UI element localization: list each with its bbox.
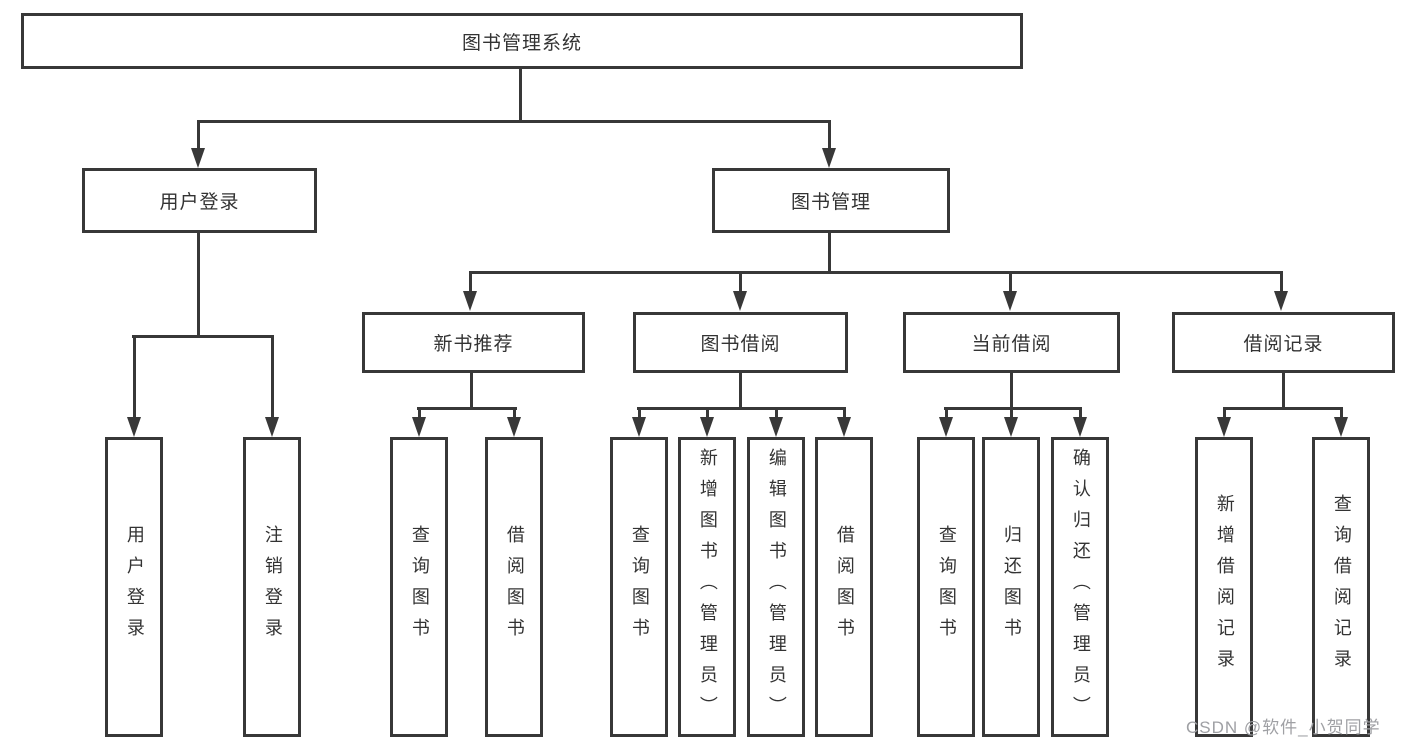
leaf-query-borrow-record: 查询借阅记录 (1312, 437, 1370, 737)
node-new-book-recommend: 新书推荐 (362, 312, 585, 373)
connector-drop (418, 407, 421, 421)
connector-l1b-drop (828, 120, 831, 150)
arrow-down-icon (837, 417, 851, 437)
leaf-query-book-1-label: 查询图书 (409, 525, 430, 649)
connector-userlogin-split (132, 335, 274, 338)
node-borrow-record: 借阅记录 (1172, 312, 1395, 373)
leaf-user-login-label: 用户登录 (124, 525, 145, 649)
connector-drop (469, 271, 472, 295)
node-borrow-record-label: 借阅记录 (1243, 334, 1324, 355)
leaf-query-book-1: 查询图书 (390, 437, 448, 737)
arrow-down-icon (1073, 417, 1087, 437)
connector-drop (706, 407, 709, 421)
node-current-borrow: 当前借阅 (903, 312, 1120, 373)
connector-l1a-drop (197, 120, 200, 150)
arrow-down-icon (939, 417, 953, 437)
connector-borrowrecord-split (1223, 407, 1343, 410)
connector-borrowrecord-stem (1282, 373, 1285, 409)
connector-newbook-split (417, 407, 517, 410)
arrow-down-icon (1217, 417, 1231, 437)
leaf-borrow-book-1-label: 借阅图书 (504, 525, 525, 649)
arrow-down-icon (822, 148, 836, 168)
node-new-book-recommend-label: 新书推荐 (433, 334, 514, 355)
node-current-borrow-label: 当前借阅 (971, 334, 1052, 355)
connector-drop (843, 407, 846, 421)
connector-userlogin-stem (197, 233, 200, 337)
connector-bookborrow-stem (739, 373, 742, 409)
arrow-down-icon (265, 417, 279, 437)
node-book-borrow: 图书借阅 (633, 312, 848, 373)
leaf-logout: 注销登录 (243, 437, 301, 737)
connector-l1-split (197, 120, 831, 123)
csdn-watermark: CSDN @软件_小贺同学 (1186, 718, 1381, 737)
arrow-down-icon (1004, 417, 1018, 437)
leaf-query-book-3-label: 查询图书 (936, 525, 957, 649)
arrow-down-icon (733, 291, 747, 311)
connector-drop (1340, 407, 1343, 421)
leaf-return-book: 归还图书 (982, 437, 1040, 737)
connector-root-stem (519, 69, 522, 120)
arrow-down-icon (1003, 291, 1017, 311)
connector-drop (1079, 407, 1082, 421)
connector-drop (271, 335, 274, 419)
node-book-management: 图书管理 (712, 168, 950, 233)
connector-newbook-stem (470, 373, 473, 409)
leaf-query-book-3: 查询图书 (917, 437, 975, 737)
node-user-login-label: 用户登录 (159, 192, 240, 213)
leaf-borrow-book-2: 借阅图书 (815, 437, 873, 737)
leaf-add-book-admin: 新增图书（管理员） (678, 437, 736, 737)
arrow-down-icon (507, 417, 521, 437)
connector-drop (1010, 407, 1013, 421)
node-book-management-label: 图书管理 (790, 192, 871, 213)
arrow-down-icon (191, 148, 205, 168)
leaf-add-book-admin-label: 新增图书（管理员） (697, 447, 718, 727)
leaf-edit-book-admin-label: 编辑图书（管理员） (766, 447, 787, 727)
leaf-confirm-return-admin: 确认归还（管理员） (1051, 437, 1109, 737)
node-root-label: 图书管理系统 (461, 32, 582, 54)
connector-bookborrow-split (637, 407, 845, 410)
leaf-logout-label: 注销登录 (262, 525, 283, 649)
connector-l2-split (469, 271, 1282, 274)
arrow-down-icon (1334, 417, 1348, 437)
connector-drop (133, 335, 136, 419)
node-book-borrow-label: 图书借阅 (700, 334, 781, 355)
arrow-down-icon (769, 417, 783, 437)
arrow-down-icon (412, 417, 426, 437)
connector-bookmgmt-stem (828, 233, 831, 273)
connector-drop (1223, 407, 1226, 421)
arrow-down-icon (463, 291, 477, 311)
connector-drop (1280, 271, 1283, 295)
leaf-query-book-2: 查询图书 (610, 437, 668, 737)
leaf-add-borrow-record-label: 新增借阅记录 (1214, 494, 1235, 680)
node-user-login: 用户登录 (82, 168, 317, 233)
leaf-add-borrow-record: 新增借阅记录 (1195, 437, 1253, 737)
connector-drop (1009, 271, 1012, 295)
leaf-borrow-book-1: 借阅图书 (485, 437, 543, 737)
node-root-system: 图书管理系统 (21, 13, 1023, 69)
connector-currentborrow-stem (1010, 373, 1013, 409)
arrow-down-icon (127, 417, 141, 437)
leaf-edit-book-admin: 编辑图书（管理员） (747, 437, 805, 737)
leaf-query-borrow-record-label: 查询借阅记录 (1331, 494, 1352, 680)
leaf-return-book-label: 归还图书 (1001, 525, 1022, 649)
leaf-query-book-2-label: 查询图书 (629, 525, 650, 649)
connector-drop (945, 407, 948, 421)
leaf-borrow-book-2-label: 借阅图书 (834, 525, 855, 649)
arrow-down-icon (632, 417, 646, 437)
connector-drop (739, 271, 742, 295)
leaf-confirm-return-admin-label: 确认归还（管理员） (1070, 447, 1091, 727)
connector-drop (513, 407, 516, 421)
arrow-down-icon (700, 417, 714, 437)
leaf-user-login: 用户登录 (105, 437, 163, 737)
connector-drop (638, 407, 641, 421)
arrow-down-icon (1274, 291, 1288, 311)
connector-drop (775, 407, 778, 421)
